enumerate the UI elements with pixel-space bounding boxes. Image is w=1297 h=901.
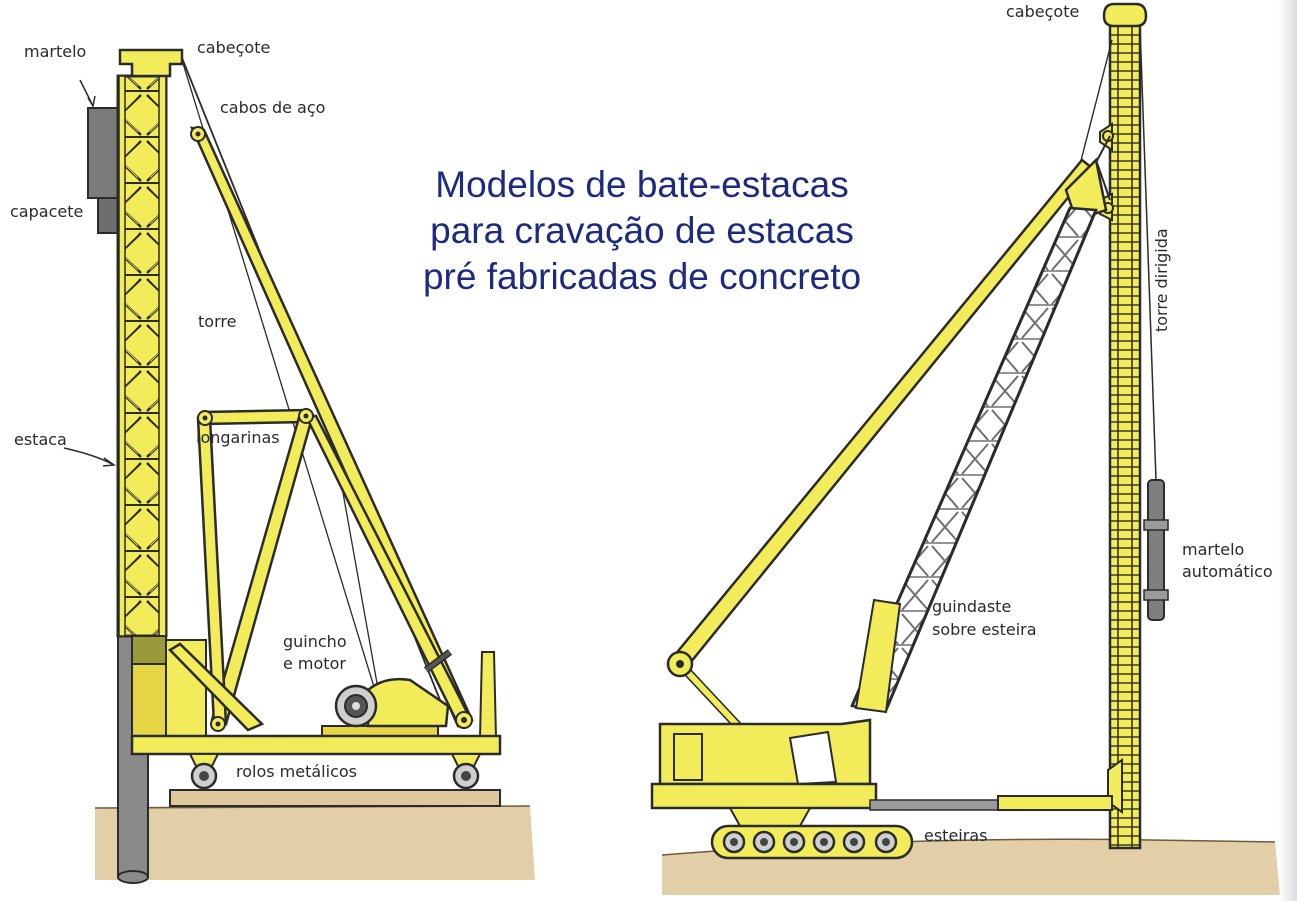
left-pile-driver bbox=[63, 48, 535, 884]
label-guindaste: guindaste bbox=[932, 597, 1012, 616]
martelo-hammer bbox=[87, 107, 119, 199]
martelo-automatico bbox=[1147, 479, 1165, 621]
label-martelo-right: martelo bbox=[1182, 540, 1245, 559]
cabecote-right bbox=[1102, 2, 1148, 28]
label-cabos-de-aco: cabos de aço bbox=[220, 98, 326, 117]
longarinas-beam bbox=[202, 408, 308, 426]
esteiras-tracks bbox=[710, 824, 914, 860]
guincho-motor bbox=[366, 677, 450, 728]
label-capacete: capacete bbox=[10, 202, 84, 221]
torre-dirigida bbox=[1108, 16, 1142, 850]
label-cabecote-right: cabeçote bbox=[1006, 2, 1080, 21]
cabecote-head bbox=[118, 48, 184, 78]
label-automatico: automático bbox=[1182, 562, 1273, 581]
label-cabecote-left: cabeçote bbox=[197, 38, 271, 57]
label-sobre-esteira: sobre esteira bbox=[932, 620, 1037, 639]
label-martelo: martelo bbox=[24, 42, 87, 61]
right-crane-pile-driver bbox=[650, 2, 1280, 895]
label-torre-dirigida: torre dirigida bbox=[1152, 228, 1171, 332]
page-edge-shadow bbox=[1279, 0, 1297, 901]
label-torre: torre bbox=[198, 312, 237, 331]
label-e-motor: e motor bbox=[283, 654, 346, 673]
left-ground bbox=[95, 804, 535, 880]
label-rolos-metalicos: rolos metálicos bbox=[236, 762, 357, 781]
platform-base bbox=[130, 734, 502, 756]
title-line-2: para cravação de estacas bbox=[430, 210, 854, 251]
label-guincho: guincho bbox=[283, 632, 347, 651]
rolos-rollers bbox=[188, 753, 482, 790]
title-line-3: pré fabricadas de concreto bbox=[422, 256, 862, 297]
label-longarinas: longarinas bbox=[196, 428, 280, 447]
diagram-title: Modelos de bate-estacas para cravação de… bbox=[372, 162, 912, 300]
label-esteiras: esteiras bbox=[924, 826, 988, 845]
title-line-1: Modelos de bate-estacas bbox=[435, 164, 849, 205]
label-estaca: estaca bbox=[14, 430, 67, 449]
